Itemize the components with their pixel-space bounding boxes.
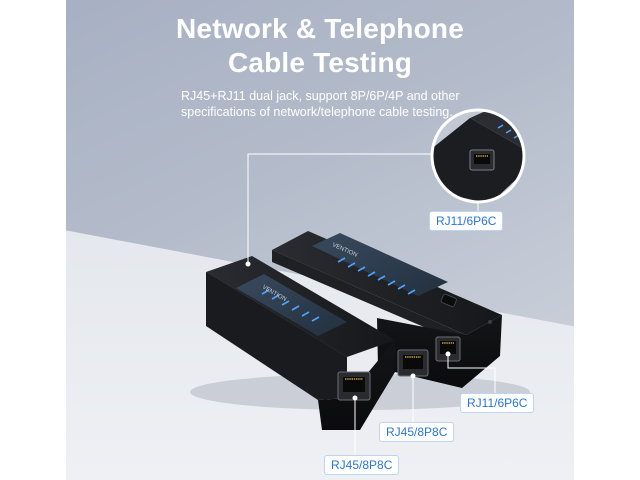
- callout-line-inset: [247, 153, 432, 264]
- indicator-hole: [488, 320, 492, 324]
- right-margin: [574, 0, 640, 480]
- heading-line-2: Cable Testing: [227, 47, 413, 78]
- description-line-1: RJ45+RJ11 dual jack, support 8P/6P/4P an…: [181, 89, 460, 103]
- main-unit-led-row: [337, 257, 416, 295]
- remote-unit-side: [206, 272, 347, 400]
- remote-tester-unit: [206, 256, 395, 430]
- rj11-zoom-inset: [430, 108, 526, 204]
- callout-line-rj11-bottom: [447, 354, 496, 394]
- main-tester-unit: [272, 231, 502, 388]
- heading-line-1: Network & Telephone: [176, 13, 464, 44]
- callout-dots: [245, 261, 451, 401]
- remote-unit-led-row: [261, 289, 320, 322]
- power-switch: [440, 293, 457, 308]
- callout-label-rj11-main: RJ11/6P6C: [461, 394, 534, 412]
- main-rj45-port: [397, 349, 429, 377]
- main-unit-side: [272, 250, 466, 345]
- left-margin: [0, 0, 66, 480]
- main-unit-panel: [312, 233, 448, 296]
- callout-label-rj11-inset: RJ11/6P6C: [430, 212, 503, 230]
- main-unit-top: [272, 231, 502, 335]
- callout-lines: [247, 153, 496, 456]
- remote-unit-front: [318, 340, 395, 430]
- callout-label-rj45-main: RJ45/8P8C: [380, 423, 454, 441]
- remote-rj45-port: [337, 371, 371, 401]
- remote-unit-panel: [236, 274, 347, 336]
- description-line-2: specifications of network/telephone cabl…: [181, 105, 453, 119]
- callout-label-rj45-remote: RJ45/8P8C: [325, 456, 399, 474]
